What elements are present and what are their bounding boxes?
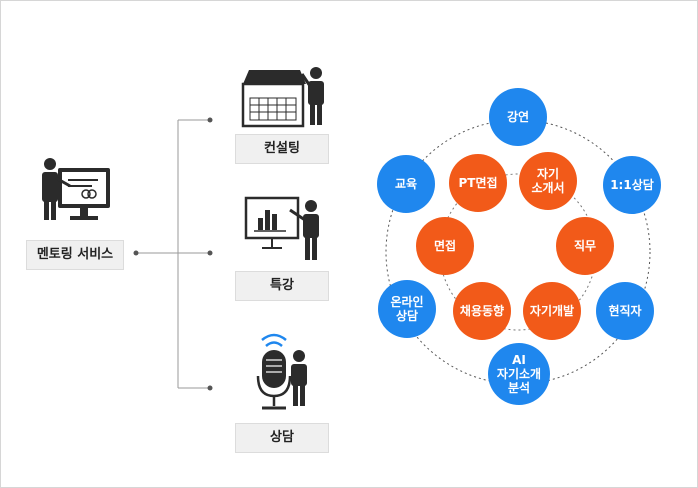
inner-node-self-development: 자기개발 — [523, 282, 581, 340]
connector-dot-counseling — [207, 385, 213, 391]
inner-node-hiring-trends: 채용동향 — [453, 282, 511, 340]
connector-dot-consulting — [207, 117, 213, 123]
outer-node-online-counsel: 온라인 상담 — [378, 280, 436, 338]
outer-node-professional: 현직자 — [596, 282, 654, 340]
outer-node-lecture-talk: 강연 — [489, 88, 547, 146]
inner-node-cover-letter: 자기 소개서 — [519, 152, 577, 210]
microphone-person-icon — [256, 333, 307, 410]
outer-node-education: 교육 — [377, 155, 435, 213]
main-label-mentoring-service: 멘토링 서비스 — [26, 240, 124, 270]
calendar-presenter-icon — [241, 67, 324, 128]
chart-board-presenter-icon — [244, 196, 319, 260]
inner-node-pt-interview: PT면접 — [449, 154, 507, 212]
service-label-consulting: 컨설팅 — [235, 134, 329, 164]
connector-dot-main — [133, 250, 139, 256]
inner-node-interview: 면접 — [416, 217, 474, 275]
service-label-counseling: 상담 — [235, 423, 329, 453]
presenter-at-monitor-icon — [42, 158, 110, 220]
outer-node-ai-analysis: AI 자기소개 분석 — [488, 343, 550, 405]
connector-dot-lecture — [207, 250, 213, 256]
inner-node-job-duty: 직무 — [556, 217, 614, 275]
outer-node-one-on-one: 1:1상담 — [603, 156, 661, 214]
connector-lines — [136, 119, 210, 389]
service-label-lecture: 특강 — [235, 271, 329, 301]
